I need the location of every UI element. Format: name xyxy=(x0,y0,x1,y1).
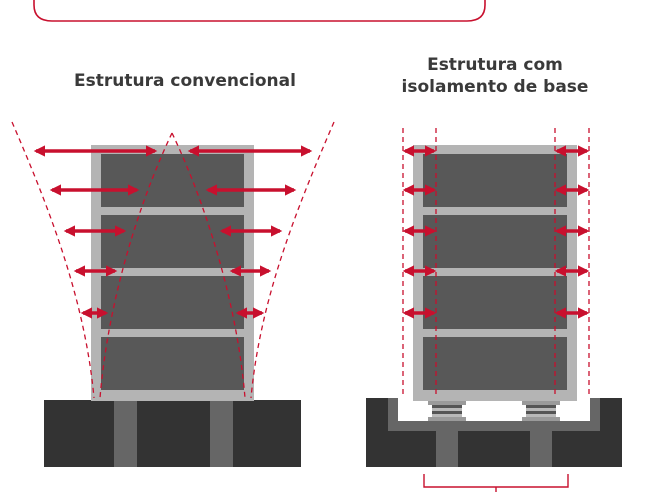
isolated-title-line-2: isolamento de base xyxy=(401,77,589,97)
conventional-floor-panel xyxy=(101,154,244,207)
deformation-curve-outer-right xyxy=(250,121,335,399)
deformation-curve-inner-left xyxy=(99,132,173,399)
isolated-floor-panel xyxy=(423,276,567,329)
conventional-floor-panel xyxy=(101,276,244,329)
conventional-floor-panel xyxy=(101,215,244,268)
conventional-foundation-column xyxy=(210,400,233,467)
base-isolator-right xyxy=(522,400,560,421)
isolated-displacement-lines xyxy=(402,128,590,398)
deformation-curve-inner-right xyxy=(171,132,246,399)
conventional-floor-panel xyxy=(101,337,244,390)
isolated-displacement-arrows xyxy=(402,145,590,319)
base-isolator-left xyxy=(428,400,466,421)
conventional-structure xyxy=(44,145,301,467)
isolated-foundation-column xyxy=(530,431,552,467)
isolated-floor-panel xyxy=(423,154,567,207)
isolated-structure-title: Estrutura com isolamento de base xyxy=(370,54,620,98)
callout-box-outline xyxy=(33,0,486,22)
conventional-deformation-lines xyxy=(11,121,335,399)
isolated-structure xyxy=(366,145,622,467)
isolated-floor-panel xyxy=(423,215,567,268)
conventional-displacement-arrows xyxy=(33,145,313,319)
conventional-structure-title: Estrutura convencional xyxy=(74,71,296,91)
conventional-foundation-column xyxy=(114,400,137,467)
conventional-ground-block xyxy=(44,400,301,467)
isolated-pit-lining xyxy=(388,398,600,431)
isolated-ground-block xyxy=(366,398,622,467)
isolated-floor-panel xyxy=(423,337,567,390)
bottom-bracket-callout xyxy=(423,474,569,492)
isolated-title-line-1: Estrutura com xyxy=(427,55,563,75)
isolated-foundation-column xyxy=(436,431,458,467)
deformation-curve-outer-left xyxy=(11,121,95,399)
